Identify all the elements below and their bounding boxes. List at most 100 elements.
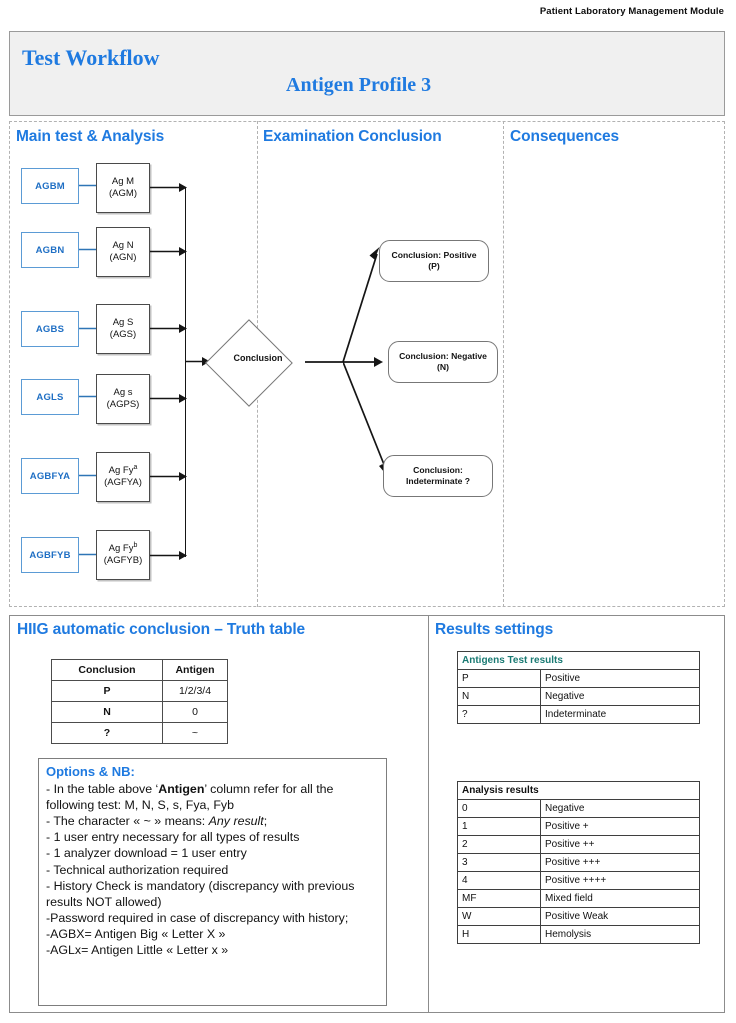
antigens-test-results-table: Antigens Test results P Positive N Negat… <box>457 651 700 724</box>
table-row: N 0 <box>51 701 228 723</box>
analysis-desc-mf: Mixed field <box>540 889 700 908</box>
outcome-negative-line1: Conclusion: Negative <box>399 351 487 362</box>
outcome-indeterminate[interactable]: Conclusion: Indeterminate ? <box>383 455 493 497</box>
truth-table-panel-title: HIIG automatic conclusion – Truth table <box>17 621 306 638</box>
bottom-panel-divider <box>428 615 429 1013</box>
analysis-code-4: 4 <box>457 871 541 890</box>
analysis-desc-h: Hemolysis <box>540 925 700 944</box>
truth-header-antigen: Antigen <box>162 659 228 681</box>
process-box-ag-s-line1: Ag S <box>112 317 134 329</box>
process-box-ag-ps-line2: (AGPS) <box>106 399 140 410</box>
outcome-positive[interactable]: Conclusion: Positive (P) <box>379 240 489 282</box>
process-box-ag-fya[interactable]: Ag Fya (AGFYA) <box>96 452 150 502</box>
antigen-desc-p: Positive <box>540 669 700 688</box>
lane-title-main-test: Main test & Analysis <box>16 128 165 145</box>
merge-bus-line <box>185 188 186 557</box>
options-line-9: -AGLx= Antigen Little « Letter x » <box>46 943 229 958</box>
process-box-ag-m-line1: Ag M <box>111 176 135 188</box>
table-header-row: Antigens Test results <box>457 651 700 670</box>
table-row: N Negative <box>457 687 700 706</box>
process-box-ag-fyb-line2: (AGFYB) <box>103 555 143 566</box>
antigen-results-header: Antigens Test results <box>457 651 700 670</box>
truth-cell-antigen-n: 0 <box>162 701 228 723</box>
superscript-b: b <box>133 542 138 550</box>
process-box-ag-s[interactable]: Ag S (AGS) <box>96 304 150 354</box>
arrow-icon-ag-ps-to-bus <box>150 394 187 403</box>
truth-cell-conclusion-p: P <box>51 680 163 702</box>
arrow-icon-ag-fya-to-bus <box>150 472 187 481</box>
header-band <box>9 31 725 116</box>
options-line-6: - History Check is mandatory (discrepanc… <box>46 878 355 909</box>
table-row: 4 Positive ++++ <box>457 871 700 890</box>
process-box-ag-n-line1: Ag N <box>112 240 134 252</box>
analysis-results-table: Analysis results 0 Negative 1 Positive +… <box>457 781 700 944</box>
process-box-ag-n[interactable]: Ag N (AGN) <box>96 227 150 277</box>
results-settings-panel-title: Results settings <box>435 621 554 638</box>
options-title: Options & NB: <box>46 764 135 779</box>
profile-title: Antigen Profile 3 <box>286 74 432 96</box>
arrow-icon-ag-s-to-bus <box>150 324 187 333</box>
table-row: 1 Positive + <box>457 817 700 836</box>
table-row: MF Mixed field <box>457 889 700 908</box>
table-header-row: Analysis results <box>457 781 700 800</box>
process-box-ag-ps[interactable]: Ag s (AGPS) <box>96 374 150 424</box>
table-row: ? ~ <box>51 722 228 744</box>
decision-conclusion[interactable]: Conclusion <box>205 319 307 407</box>
outcome-positive-line2: (P) <box>428 261 440 271</box>
branch-arrows-group <box>305 247 383 367</box>
arrow-icon-ag-n-to-bus <box>150 247 187 256</box>
input-box-agbm[interactable]: AGBM <box>21 168 79 204</box>
analysis-desc-w: Positive Weak <box>540 907 700 926</box>
analysis-desc-3: Positive +++ <box>540 853 700 872</box>
table-row: 2 Positive ++ <box>457 835 700 854</box>
options-line-8: -AGBX= Antigen Big « Letter X » <box>46 927 226 942</box>
table-header-row: Conclusion Antigen <box>51 659 228 681</box>
table-row: H Hemolysis <box>457 925 700 944</box>
analysis-desc-2: Positive ++ <box>540 835 700 854</box>
superscript-a: a <box>133 464 138 472</box>
truth-cell-antigen-p: 1/2/3/4 <box>162 680 228 702</box>
analysis-code-0: 0 <box>457 799 541 818</box>
process-box-ag-ps-line1: Ag s <box>113 387 133 399</box>
input-box-agbn[interactable]: AGBN <box>21 232 79 268</box>
diamond-shape <box>205 319 293 407</box>
analysis-code-3: 3 <box>457 853 541 872</box>
process-box-ag-s-line2: (AGS) <box>109 329 137 340</box>
table-row: P Positive <box>457 669 700 688</box>
lane-divider-2 <box>503 121 504 607</box>
options-line-7: -Password required in case of discrepanc… <box>46 910 349 925</box>
process-box-ag-n-line2: (AGN) <box>109 252 137 263</box>
antigen-desc-n: Negative <box>540 687 700 706</box>
antigen-code-q: ? <box>457 705 541 724</box>
input-box-agls[interactable]: AGLS <box>21 379 79 415</box>
outcome-positive-line1: Conclusion: Positive <box>391 250 477 261</box>
lane-title-consequences: Consequences <box>510 128 620 145</box>
input-box-agbfyb[interactable]: AGBFYB <box>21 537 79 573</box>
swimlane-container <box>9 121 725 607</box>
table-row: W Positive Weak <box>457 907 700 926</box>
arrow-icon-ag-m-to-bus <box>150 183 187 192</box>
lane-title-examination-conclusion: Examination Conclusion <box>263 128 442 145</box>
truth-table: Conclusion Antigen P 1/2/3/4 N 0 ? ~ <box>51 659 228 744</box>
table-row: 3 Positive +++ <box>457 853 700 872</box>
options-line-1: - In the table above ‘Antigen’ column re… <box>46 781 334 813</box>
antigen-desc-q: Indeterminate <box>540 705 700 724</box>
module-caption: Patient Laboratory Management Module <box>539 6 724 17</box>
analysis-desc-1: Positive + <box>540 817 700 836</box>
analysis-desc-4: Positive ++++ <box>540 871 700 890</box>
truth-header-conclusion: Conclusion <box>51 659 163 681</box>
input-box-agbfya[interactable]: AGBFYA <box>21 458 79 494</box>
options-line-5: - Technical authorization required <box>46 862 229 877</box>
antigen-code-n: N <box>457 687 541 706</box>
analysis-code-mf: MF <box>457 889 541 908</box>
antigen-code-p: P <box>457 669 541 688</box>
analysis-code-1: 1 <box>457 817 541 836</box>
process-box-ag-fyb[interactable]: Ag Fyb (AGFYB) <box>96 530 150 580</box>
arrow-icon-ag-fyb-to-bus <box>150 551 187 560</box>
process-box-ag-m[interactable]: Ag M (AGM) <box>96 163 150 213</box>
outcome-negative[interactable]: Conclusion: Negative (N) <box>388 341 498 383</box>
input-box-agbs[interactable]: AGBS <box>21 311 79 347</box>
analysis-code-h: H <box>457 925 541 944</box>
outcome-negative-line2: (N) <box>437 362 449 372</box>
decision-label: Conclusion <box>233 353 283 363</box>
